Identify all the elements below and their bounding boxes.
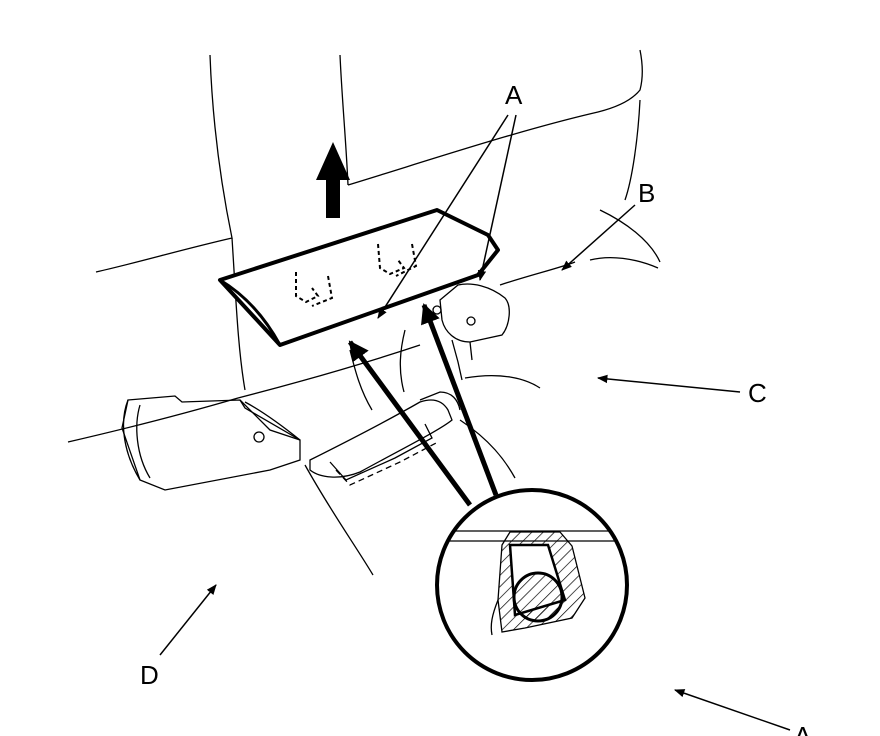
seat-back (95, 49, 643, 391)
callout-label-c: C (748, 378, 767, 408)
detail-leader-lines (347, 303, 499, 507)
callout-label-b: B (638, 178, 655, 208)
arrow-b (561, 204, 636, 271)
arrow-a-to-clip (377, 114, 509, 319)
arrow-a-to-hinge (477, 114, 517, 282)
lift-direction-arrow-icon (316, 142, 350, 218)
callout-arrows (159, 114, 791, 731)
seat-hinge-bracket (432, 283, 510, 381)
belt-tongue (309, 329, 461, 486)
arrow-d (159, 584, 217, 656)
arrow-a-bottom (674, 689, 791, 731)
callout-label-d: D (140, 660, 159, 690)
callout-label-a-bottom: A (794, 721, 812, 736)
hidden-clip-right (377, 243, 418, 277)
trim-panel (218, 208, 500, 347)
arrow-c (596, 374, 741, 393)
hidden-clip-left (295, 272, 334, 307)
callout-label-a-top: A (505, 80, 523, 110)
detail-magnifier (435, 488, 629, 682)
seat-belt-buckle (121, 395, 301, 491)
